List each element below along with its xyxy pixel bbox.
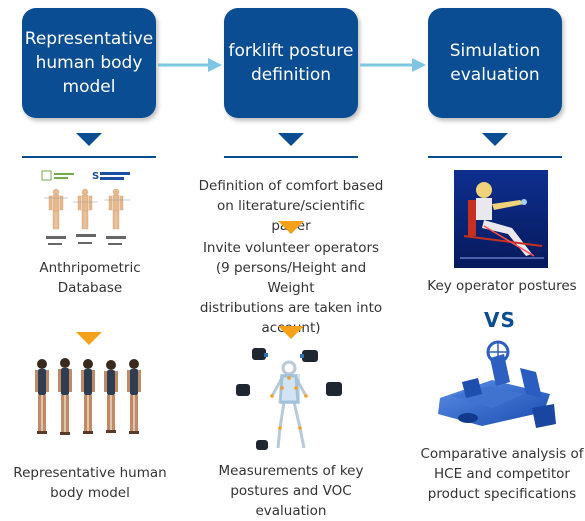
vs-label: VS — [484, 308, 516, 332]
connector-arrow-1 — [158, 58, 222, 72]
measurements-text: Measurements of key postures and VOC eva… — [218, 463, 364, 519]
divider-col3 — [428, 156, 562, 158]
step-box-human-model: Representative human body model — [22, 8, 156, 118]
anthropometric-database-image: S — [40, 168, 140, 256]
key-postures-label: Key operator postures — [427, 278, 577, 294]
operator-posture-simulation-image — [454, 170, 548, 268]
competitor-product-model-image — [438, 340, 556, 428]
volunteer-operators-text: Invite volunteer operators (9 persons/He… — [199, 240, 383, 336]
motion-capture-image — [236, 348, 342, 450]
orange-arrow-col1 — [76, 332, 102, 345]
down-arrow-col2 — [278, 133, 304, 146]
svg-text:S: S — [92, 171, 99, 182]
connector-arrow-2 — [360, 58, 426, 72]
step-box-simulation: Simulation evaluation — [428, 8, 562, 118]
database-label: Anthripometric Database — [39, 260, 141, 296]
down-arrow-col3 — [482, 133, 508, 146]
comparative-analysis-text: Comparative analysis of HCE and competit… — [420, 446, 584, 502]
human-body-models-image — [35, 358, 141, 435]
body-model-label: Representative human body model — [13, 465, 167, 501]
down-arrow-col1 — [76, 133, 102, 146]
divider-col1 — [22, 156, 156, 158]
orange-arrow-col2-top — [278, 221, 304, 234]
divider-col2 — [224, 156, 358, 158]
step-box-posture-definition: forklift posture definition — [224, 8, 358, 118]
orange-arrow-col2-bottom — [278, 326, 304, 339]
